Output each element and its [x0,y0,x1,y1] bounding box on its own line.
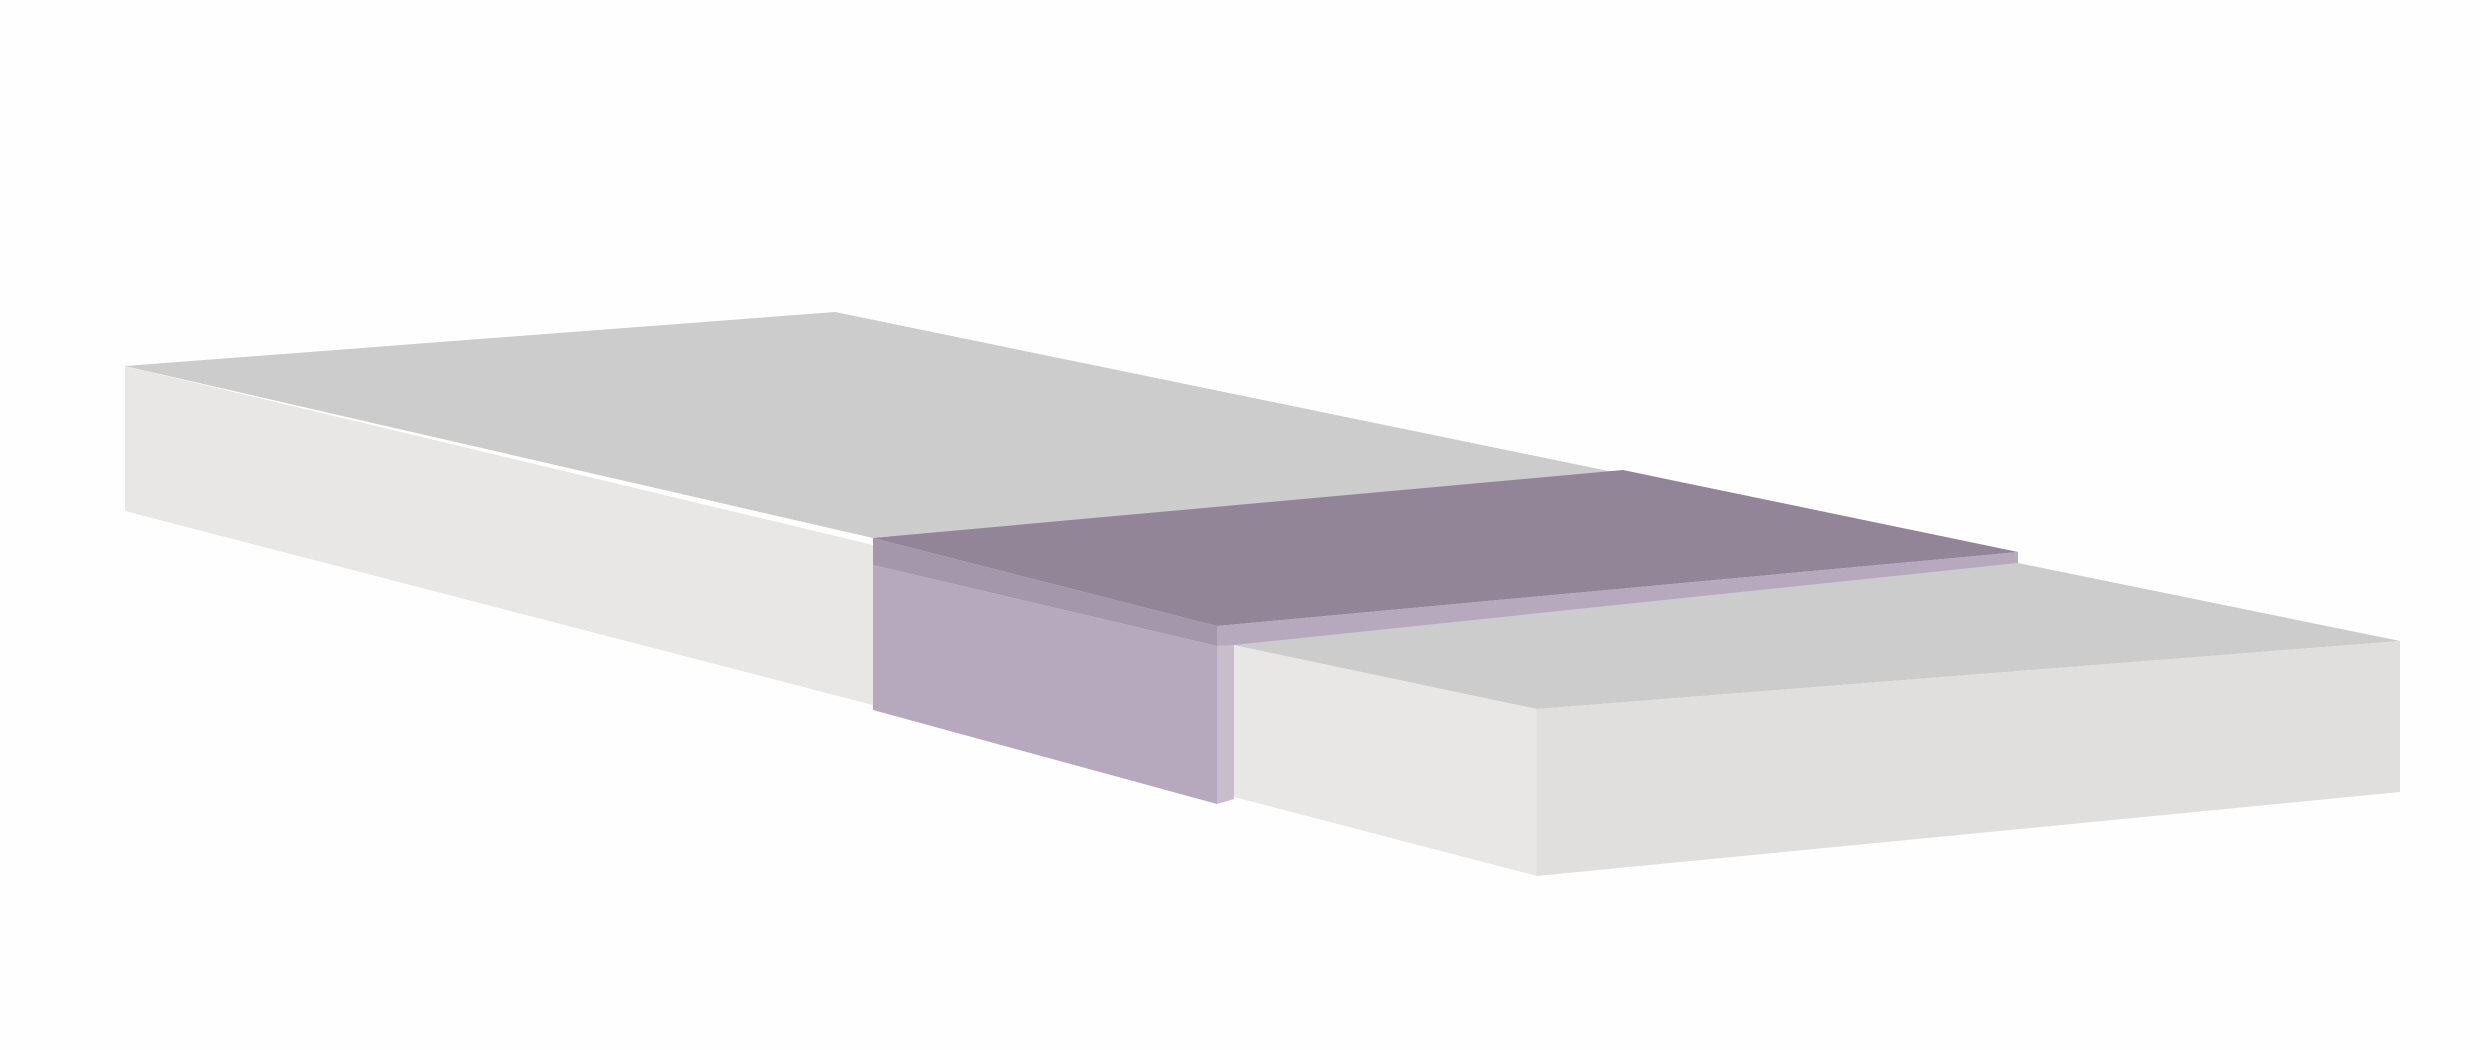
insert-top-face [873,470,2018,626]
slab-top-right [1215,563,2400,709]
insert-edge-right [1217,552,2018,646]
slab-front-right [1537,641,2400,876]
insert-side-sliver [1217,645,1234,804]
insert-front-face [873,565,1217,804]
insert-edge-front [873,538,1217,646]
slab-top-left [125,312,1623,538]
slab-front-middle [1234,645,1537,876]
slab-front-left [125,366,873,705]
